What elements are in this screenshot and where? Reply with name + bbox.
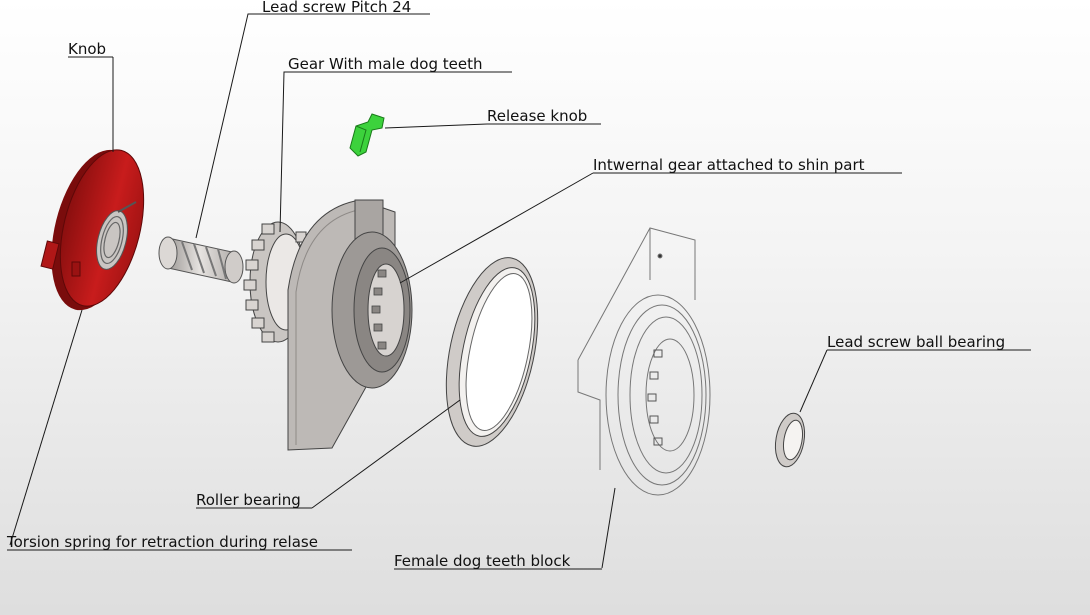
label-roller-bearing: Roller bearing: [196, 491, 312, 509]
label-release-knob: Release knob: [487, 107, 601, 125]
knob-part: [40, 149, 145, 311]
svg-text:Knob: Knob: [68, 40, 106, 58]
internal-gear-housing-part: [287, 199, 413, 451]
svg-text:Lead screw ball bearing: Lead screw ball bearing: [827, 333, 1005, 351]
label-internal-gear: Intwernal gear attached to shin part: [593, 156, 902, 174]
label-gear-male-dog-teeth: Gear With male dog teeth: [288, 55, 512, 73]
label-female-dog-teeth-block: Female dog teeth block: [394, 552, 602, 570]
svg-text:Lead screw Pitch 24: Lead screw Pitch 24: [262, 0, 411, 16]
svg-text:Roller bearing: Roller bearing: [196, 491, 301, 509]
svg-text:Gear With male dog teeth: Gear With male dog teeth: [288, 55, 483, 73]
label-lead-screw-ball-bearing: Lead screw ball bearing: [827, 333, 1031, 351]
svg-text:Torsion spring for retraction: Torsion spring for retraction during rel…: [6, 533, 318, 551]
label-knob: Knob: [68, 40, 113, 58]
roller-bearing-part: [445, 257, 539, 447]
svg-text:Intwernal gear attached to shi: Intwernal gear attached to shin part: [593, 156, 865, 174]
release-knob-part: [349, 113, 385, 157]
female-dog-teeth-block-part: [577, 227, 711, 496]
lead-screw-part: [158, 236, 244, 284]
lead-screw-ball-bearing-part: [774, 412, 806, 468]
svg-text:Release knob: Release knob: [487, 107, 587, 125]
leader-lines: [9, 13, 828, 569]
label-torsion-spring: Torsion spring for retraction during rel…: [6, 533, 352, 551]
label-lead-screw-pitch: Lead screw Pitch 24: [262, 0, 430, 16]
svg-text:Female dog teeth block: Female dog teeth block: [394, 552, 571, 570]
